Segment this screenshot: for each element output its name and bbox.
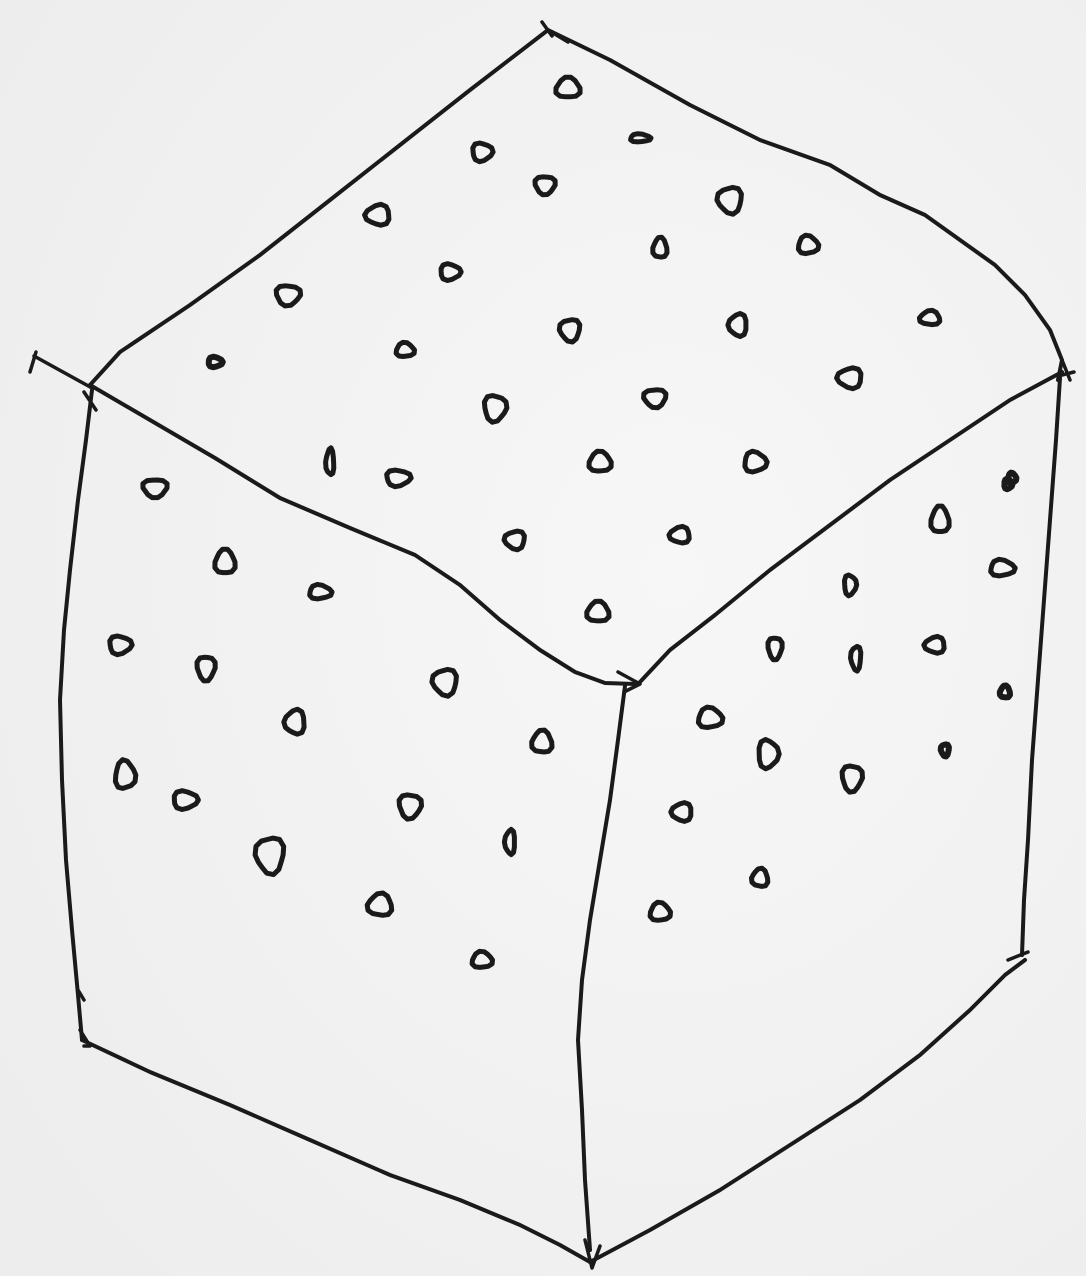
paper-background (0, 0, 1086, 1276)
cube-sketch (0, 0, 1086, 1276)
